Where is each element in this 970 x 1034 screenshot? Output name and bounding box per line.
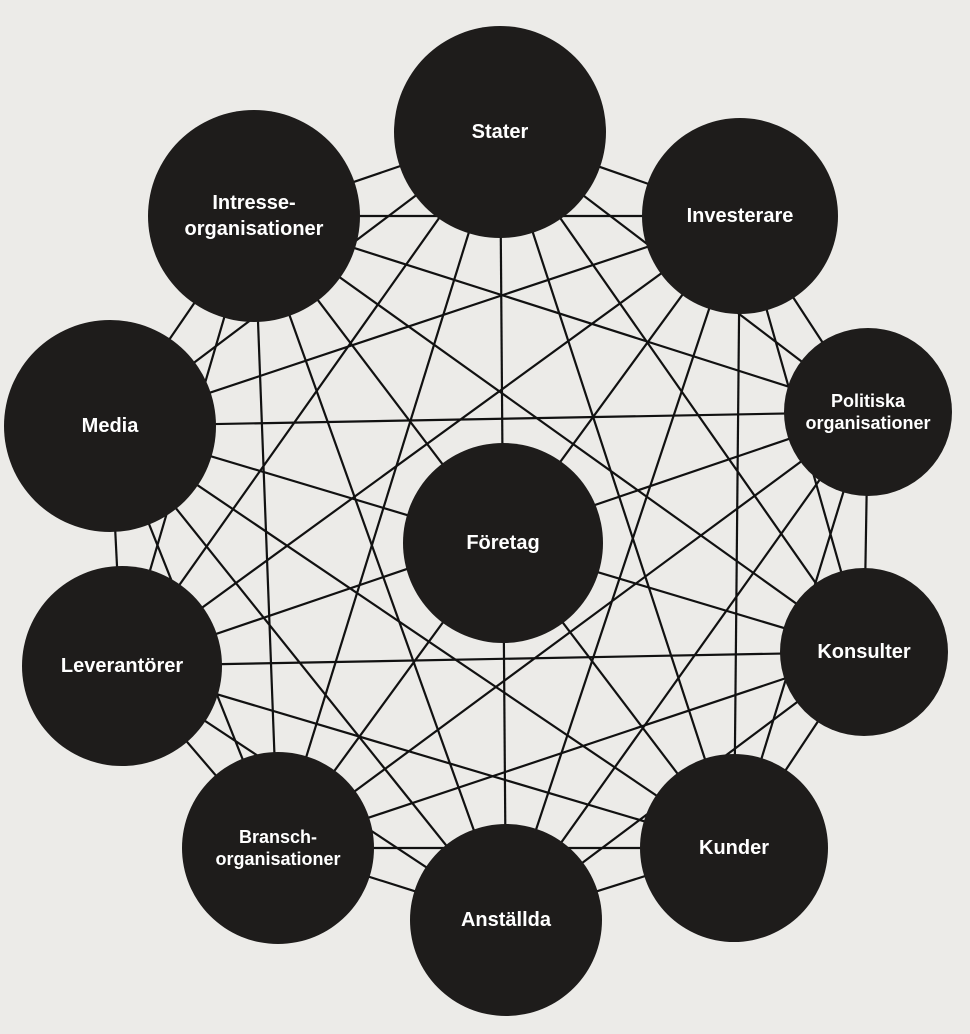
connection-line-investerare-kunder xyxy=(732,215,742,849)
node-media: Media xyxy=(4,320,216,532)
node-media-label: Media xyxy=(82,415,140,437)
node-investerare-label: Investerare xyxy=(687,205,794,227)
node-politiska-label: Politiska xyxy=(831,391,906,411)
connection-line-anstallda-intresse xyxy=(252,215,508,921)
node-anstallda-label: Anställda xyxy=(461,909,552,931)
node-intresse-circle xyxy=(148,110,360,322)
connection-line-politiska-anstallda xyxy=(505,411,869,921)
node-konsulter-label: Konsulter xyxy=(817,641,911,663)
node-foretag: Företag xyxy=(403,443,603,643)
node-bransch-label: Bransch- xyxy=(239,827,317,847)
node-bransch-label: organisationer xyxy=(215,849,340,869)
connection-line-stater-leverantorer xyxy=(121,131,501,667)
connection-line-investerare-media xyxy=(109,214,741,428)
node-politiska-circle xyxy=(784,328,952,496)
node-bransch-circle xyxy=(182,752,374,944)
node-anstallda: Anställda xyxy=(410,824,602,1016)
connection-line-investerare-leverantorer xyxy=(121,215,741,667)
node-investerare: Investerare xyxy=(642,118,838,314)
connection-line-politiska-media xyxy=(109,410,869,428)
connection-line-konsulter-bransch xyxy=(277,650,865,850)
connection-line-investerare-anstallda xyxy=(504,215,742,921)
connection-line-konsulter-intresse xyxy=(253,215,865,653)
node-stater: Stater xyxy=(394,26,606,238)
node-stater-label: Stater xyxy=(472,121,529,143)
connection-line-stater-kunder xyxy=(498,131,736,849)
node-intresse: Intresse-organisationer xyxy=(148,110,360,322)
node-kunder: Kunder xyxy=(640,754,828,942)
node-bransch: Bransch-organisationer xyxy=(182,752,374,944)
node-kunder-circle xyxy=(640,754,828,942)
node-konsulter-circle xyxy=(780,568,948,736)
node-foretag-label: Företag xyxy=(466,532,539,554)
node-investerare-circle xyxy=(642,118,838,314)
center-node-foretag: Företag xyxy=(403,443,603,643)
node-intresse-label: organisationer xyxy=(185,218,324,240)
connection-line-politiska-intresse xyxy=(253,214,869,414)
node-leverantorer-label: Leverantörer xyxy=(61,655,183,677)
node-media-circle xyxy=(4,320,216,532)
node-foretag-circle xyxy=(403,443,603,643)
node-politiska-label: organisationer xyxy=(805,413,930,433)
node-leverantorer: Leverantörer xyxy=(22,566,222,766)
node-kunder-label: Kunder xyxy=(699,837,769,859)
connection-line-kunder-leverantorer xyxy=(121,664,735,850)
node-anstallda-circle xyxy=(410,824,602,1016)
node-konsulter: Konsulter xyxy=(780,568,948,736)
node-stater-circle xyxy=(394,26,606,238)
connection-line-kunder-media xyxy=(109,425,735,849)
connection-line-konsulter-leverantorer xyxy=(121,650,865,668)
connection-line-politiska-bransch xyxy=(277,411,869,849)
node-intresse-label: Intresse- xyxy=(212,192,295,214)
stakeholder-nodes: StaterInvesterarePolitiskaorganisationer… xyxy=(4,26,952,1016)
node-leverantorer-circle xyxy=(22,566,222,766)
connection-line-stater-bransch xyxy=(276,131,502,849)
